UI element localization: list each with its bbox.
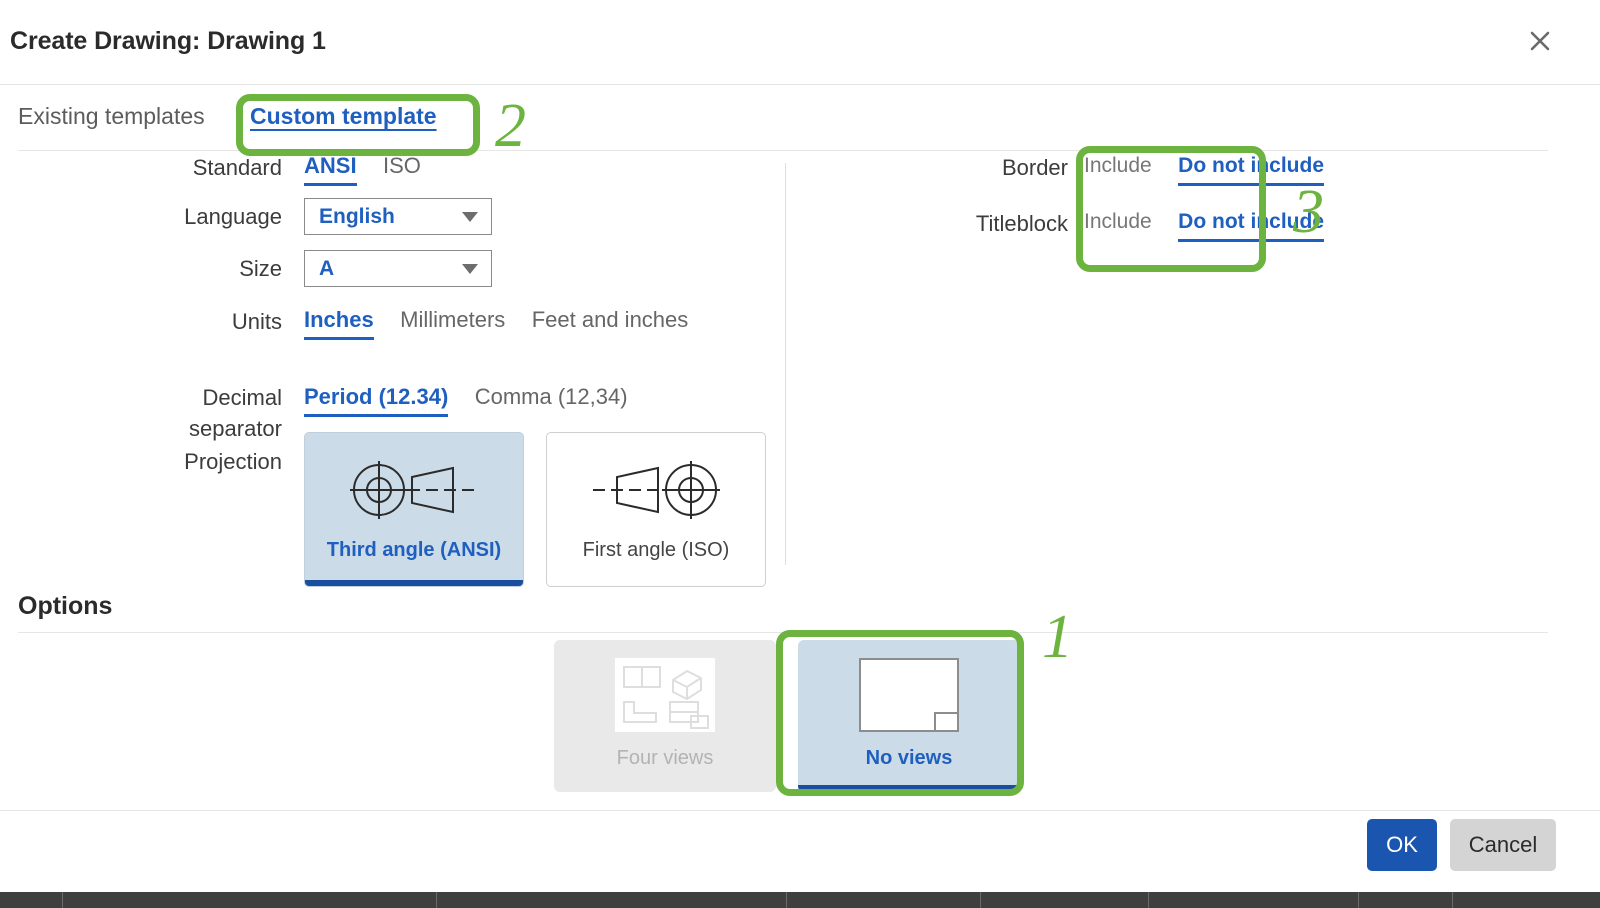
language-select[interactable]: English	[304, 198, 492, 235]
view-card-four-views[interactable]: Four views	[554, 640, 776, 792]
column-divider	[785, 163, 786, 565]
view-card-no-views[interactable]: No views	[798, 640, 1020, 792]
border-option-include[interactable]: Include	[1084, 154, 1152, 177]
field-projection: Projection T	[0, 432, 790, 592]
size-select-value: A	[319, 256, 335, 280]
projection-card-group: Third angle (ANSI)	[304, 432, 766, 587]
toolbar-tick	[1358, 892, 1359, 908]
view-card-no-views-label: No views	[865, 747, 953, 769]
label-standard: Standard	[192, 155, 282, 180]
label-titleblock: Titleblock	[975, 211, 1068, 236]
language-select-value: English	[319, 204, 395, 228]
dialog-titlebar: Create Drawing:Drawing 1	[0, 0, 1600, 85]
options-divider	[18, 632, 1548, 633]
units-option-millimeters[interactable]: Millimeters	[400, 307, 506, 332]
field-standard: Standard ANSI ISO	[0, 152, 790, 198]
border-segmented-control: Include Do not include	[1084, 152, 1346, 186]
projection-card-third-angle-label: Third angle (ANSI)	[326, 539, 502, 561]
title-document-name: Drawing 1	[207, 27, 326, 55]
template-tabs: Existing templates Custom template	[0, 85, 1600, 152]
toolbar-tick	[62, 892, 63, 908]
cancel-button[interactable]: Cancel	[1450, 819, 1556, 871]
chevron-down-icon	[462, 211, 478, 222]
border-titleblock-form: Border Include Do not include Titleblock…	[790, 152, 1490, 264]
language-select-wrap: English	[304, 198, 492, 235]
field-titleblock: Titleblock Include Do not include	[790, 208, 1490, 264]
ok-button[interactable]: OK	[1367, 819, 1437, 871]
standard-option-ansi[interactable]: ANSI	[304, 152, 357, 186]
view-card-group: Four views No views	[554, 640, 1020, 792]
size-select-wrap: A	[304, 250, 492, 287]
app-bottom-toolbar	[0, 892, 1600, 908]
chevron-down-icon	[462, 263, 478, 274]
toolbar-tick	[980, 892, 981, 908]
first-angle-projection-icon	[590, 459, 722, 526]
standard-segmented-control: ANSI ISO	[304, 152, 443, 186]
toolbar-tick	[436, 892, 437, 908]
toolbar-tick	[1148, 892, 1149, 908]
label-decimal-separator-line2: separator	[189, 416, 282, 441]
titleblock-option-include[interactable]: Include	[1084, 210, 1152, 233]
tab-custom-template[interactable]: Custom template	[250, 103, 437, 129]
field-size: Size A	[0, 250, 790, 306]
decimal-separator-segmented-control: Period (12.34) Comma (12,34)	[304, 356, 650, 417]
size-select[interactable]: A	[304, 250, 492, 287]
close-icon[interactable]	[1526, 27, 1554, 55]
standard-option-iso[interactable]: ISO	[383, 153, 421, 178]
units-option-inches[interactable]: Inches	[304, 306, 374, 340]
titleblock-option-do-not-include[interactable]: Do not include	[1178, 208, 1324, 242]
no-views-thumbnail-icon	[859, 658, 959, 737]
view-card-four-views-label: Four views	[616, 747, 714, 769]
toolbar-tick	[786, 892, 787, 908]
third-angle-projection-icon	[348, 459, 480, 526]
units-segmented-control: Inches Millimeters Feet and inches	[304, 306, 710, 340]
page-title: Create Drawing:Drawing 1	[10, 27, 326, 56]
label-language: Language	[184, 204, 282, 229]
field-units: Units Inches Millimeters Feet and inches	[0, 306, 790, 356]
label-units: Units	[231, 309, 282, 334]
tabs-divider	[18, 150, 1548, 151]
decimal-separator-option-period[interactable]: Period (12.34)	[304, 383, 449, 417]
field-decimal-separator: Decimal separator Period (12.34) Comma (…	[0, 356, 790, 441]
template-settings-form: Standard ANSI ISO Language English Size …	[0, 152, 790, 592]
titleblock-segmented-control: Include Do not include	[1084, 208, 1346, 242]
options-heading: Options	[18, 592, 113, 620]
field-language: Language English	[0, 198, 790, 250]
decimal-separator-option-comma[interactable]: Comma (12,34)	[474, 384, 628, 409]
projection-card-first-angle[interactable]: First angle (ISO)	[546, 432, 766, 587]
label-border: Border	[1001, 155, 1068, 180]
toolbar-tick	[1452, 892, 1453, 908]
four-views-thumbnail-icon	[615, 658, 715, 737]
label-projection: Projection	[184, 449, 282, 474]
title-prefix: Create Drawing:	[10, 27, 201, 55]
footer-divider	[0, 810, 1600, 811]
label-decimal-separator: Decimal separator	[0, 356, 304, 444]
label-size: Size	[239, 256, 282, 281]
units-option-feet-and-inches[interactable]: Feet and inches	[531, 307, 689, 332]
border-option-do-not-include[interactable]: Do not include	[1178, 152, 1324, 186]
label-decimal-separator-line1: Decimal	[202, 385, 282, 410]
annotation-number-1: 1	[1042, 603, 1073, 671]
field-border: Border Include Do not include	[790, 152, 1490, 208]
projection-card-first-angle-label: First angle (ISO)	[582, 539, 730, 561]
tab-existing-templates[interactable]: Existing templates	[18, 103, 205, 129]
projection-card-third-angle[interactable]: Third angle (ANSI)	[304, 432, 524, 587]
